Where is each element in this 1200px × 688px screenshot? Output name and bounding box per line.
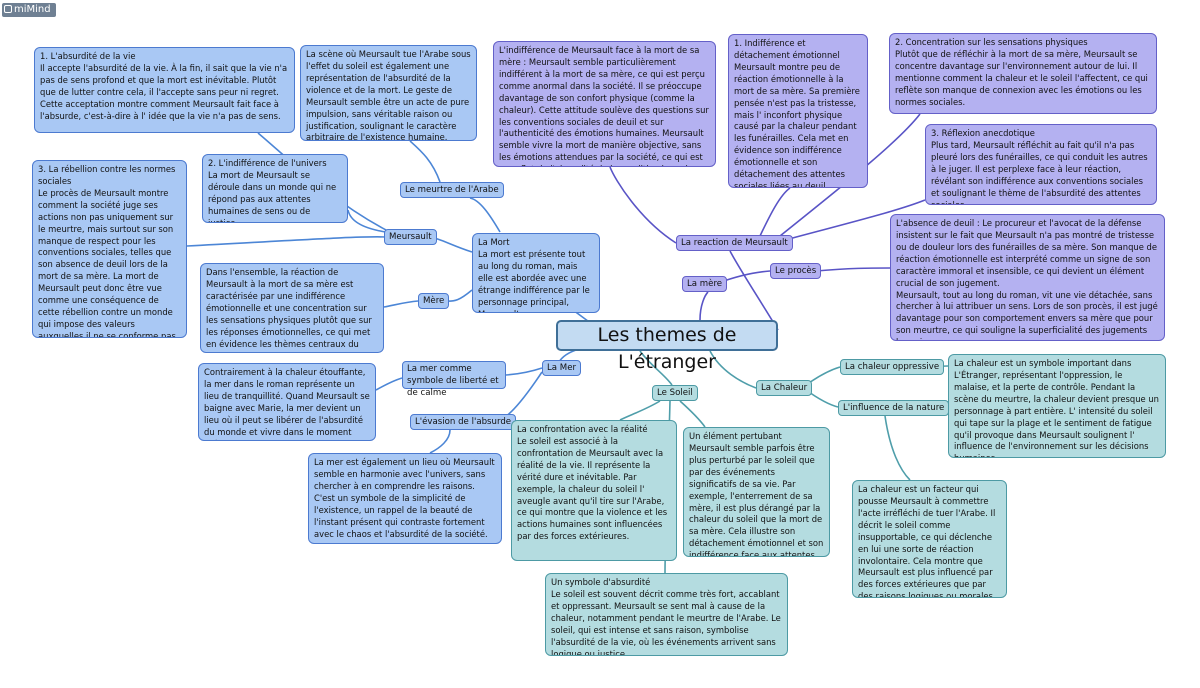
tag-influence-nature[interactable]: L'influence de la nature <box>838 400 950 416</box>
tag-mer-symbole[interactable]: La mer comme symbole de liberté et de ca… <box>402 361 506 398</box>
link-influence-facteur <box>884 415 911 481</box>
link-lamer-symbole <box>505 367 543 376</box>
tag-la-mere[interactable]: La mère <box>682 276 728 292</box>
node-title: Un élément pertubant <box>689 431 782 441</box>
app-name: miMind <box>14 4 51 15</box>
node-scene-meurtre[interactable]: La scène où Meursault tue l'Arabe sous l… <box>300 45 477 141</box>
link-reaction-concentration <box>779 113 921 237</box>
node-symbole-absurdite[interactable]: Un symbole d'absurdité Le soleil est sou… <box>545 573 788 656</box>
node-body: Il accepte l'absurdité de la vie. À la f… <box>40 62 288 121</box>
node-body: La chaleur est un symbole important dans… <box>954 358 1159 457</box>
node-perturbant[interactable]: Un élément pertubant Meursault semble pa… <box>683 427 830 557</box>
node-absurdite-vie[interactable]: 1. L'absurdité de la vie Il accepte l'ab… <box>34 47 295 133</box>
node-confrontation[interactable]: La confrontation avec la réalité Le sole… <box>511 420 677 561</box>
node-chaleur-symbole[interactable]: La chaleur est un symbole important dans… <box>948 354 1166 458</box>
node-body: L'indifférence de Meursault face à la mo… <box>499 45 709 166</box>
link-reaction-detach <box>759 187 791 237</box>
node-body: Le procès de Meursault montre comment la… <box>38 187 179 338</box>
node-body: La mort est présente tout au long du rom… <box>478 248 590 312</box>
node-concentration[interactable]: 2. Concentration sur les sensations phys… <box>889 33 1157 114</box>
node-body: Contrairement à la chaleur étouffante, l… <box>204 367 370 440</box>
node-title: 2. Concentration sur les sensations phys… <box>895 37 1088 47</box>
node-mer-harmonie[interactable]: La mer est également un lieu où Meursaul… <box>308 453 502 544</box>
node-body: La mort de Meursault se déroule dans un … <box>208 169 337 223</box>
node-body: L'absence de deuil : Le procureur et l'a… <box>896 218 1158 340</box>
link-meursault-univers <box>347 209 387 233</box>
node-contrairement[interactable]: Contrairement à la chaleur étouffante, l… <box>198 363 376 441</box>
tag-reaction-meursault[interactable]: La reaction de Meursault <box>676 235 793 251</box>
node-title: 1. Indifférence et détachement émotionne… <box>734 38 840 60</box>
node-la-mort[interactable]: La Mort La mort est présente tout au lon… <box>472 233 600 313</box>
central-topic[interactable]: Les themes de L'étranger <box>556 320 778 373</box>
node-reflexion[interactable]: 3. Réflexion anecdotique Plus tard, Meur… <box>925 124 1157 205</box>
node-body: Le soleil est souvent décrit comme très … <box>551 588 781 656</box>
link-soleil-confrontation <box>619 400 661 421</box>
tag-meursault[interactable]: Meursault <box>384 229 437 245</box>
node-indifference-univers[interactable]: 2. L'indifférence de l'univers La mort d… <box>202 154 348 223</box>
node-body: Plutôt que de réfléchir à la mort de sa … <box>895 48 1148 107</box>
link-central-soleil <box>639 350 673 386</box>
node-body: Dans l'ensemble, la réaction de Meursaul… <box>206 267 372 352</box>
node-absence-deuil[interactable]: L'absence de deuil : Le procureur et l'a… <box>890 214 1165 341</box>
link-reaction-reflexion <box>784 199 926 241</box>
tag-la-chaleur[interactable]: La Chaleur <box>756 380 813 396</box>
link-symbole-contrairement <box>375 377 403 391</box>
tag-la-mer[interactable]: La Mer <box>542 360 582 376</box>
link-central-chaleur <box>709 350 757 389</box>
node-title: 2. L'indifférence de l'univers <box>208 158 327 168</box>
mimind-icon <box>4 5 12 13</box>
node-rebellion[interactable]: 3. La rébellion contre les normes social… <box>32 160 187 338</box>
link-lamer-evasion <box>504 371 543 418</box>
tag-chaleur-oppressive[interactable]: La chaleur oppressive <box>840 359 945 375</box>
tag-proces[interactable]: Le procès <box>770 263 822 279</box>
node-title: La Mort <box>478 237 510 247</box>
link-proces-deuil <box>815 267 891 272</box>
tag-meurtre-arabe[interactable]: Le meurtre de l'Arabe <box>400 182 504 198</box>
tag-evasion[interactable]: L'évasion de l'absurde <box>410 414 517 430</box>
node-title: 3. Réflexion anecdotique <box>931 128 1035 138</box>
node-title: 3. La rébellion contre les normes social… <box>38 164 176 186</box>
node-body: Meursault montre peu de réaction émotion… <box>734 61 860 188</box>
node-facteur[interactable]: La chaleur est un facteur qui pousse Meu… <box>852 480 1007 598</box>
link-meurtre-scene <box>409 140 441 183</box>
link-meursault-rebellion <box>186 236 387 247</box>
node-ensemble[interactable]: Dans l'ensemble, la réaction de Meursaul… <box>200 263 384 353</box>
tag-mere[interactable]: Mère <box>418 293 450 309</box>
link-mort-meurtre <box>469 197 501 233</box>
node-body: Le soleil est associé à la confrontation… <box>517 435 668 542</box>
node-body: La mer est également un lieu où Meursaul… <box>314 457 495 539</box>
link-mere-ensemble <box>383 300 419 308</box>
link-evasion-harmonie <box>429 429 451 454</box>
node-title: 1. L'absurdité de la vie <box>40 51 136 61</box>
node-indifference-mort[interactable]: L'indifférence de Meursault face à la mo… <box>493 41 716 167</box>
tag-le-soleil[interactable]: Le Soleil <box>652 385 698 401</box>
link-reaction-indiff <box>609 166 677 244</box>
node-title: La confrontation avec la réalité <box>517 424 648 434</box>
app-logo: miMind <box>2 3 56 17</box>
tag-label: La mer comme symbole de liberté et de ca… <box>407 364 499 398</box>
node-body: Meursault semble parfois être plus pertu… <box>689 442 824 557</box>
node-title: Un symbole d'absurdité <box>551 577 651 587</box>
link-central-lamere <box>699 291 709 321</box>
node-body: La chaleur est un facteur qui pousse Meu… <box>858 484 996 598</box>
link-soleil-perturbant <box>679 400 706 428</box>
node-body: La scène où Meursault tue l'Arabe sous l… <box>306 49 471 141</box>
node-indifference-detachement[interactable]: 1. Indifférence et détachement émotionne… <box>728 34 868 188</box>
node-body: Plus tard, Meursault réfléchit au fait q… <box>931 139 1148 205</box>
